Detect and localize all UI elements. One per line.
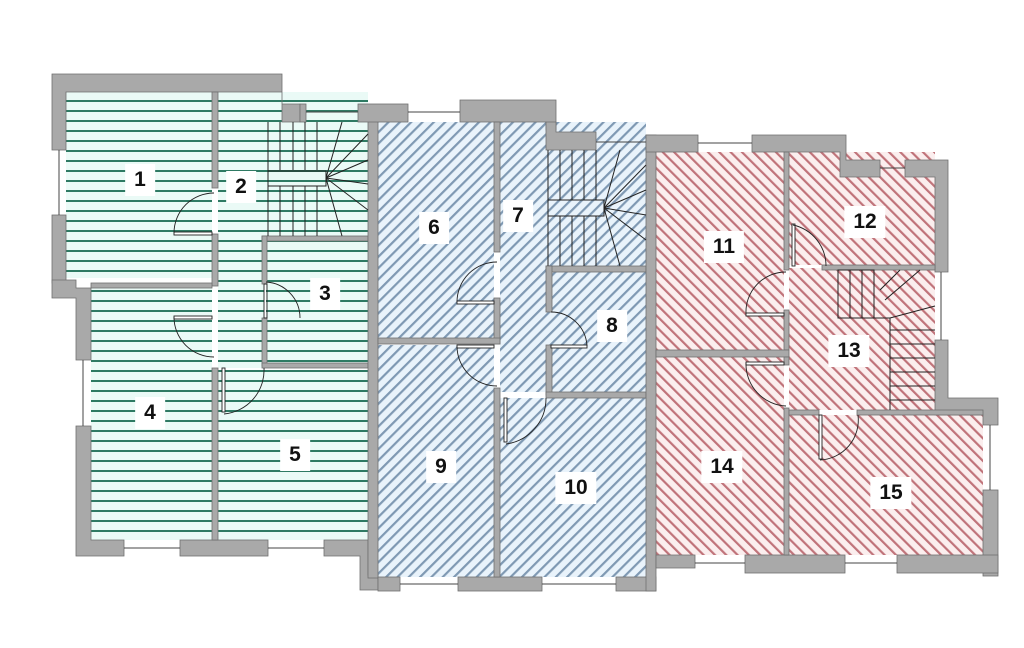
doors xyxy=(173,192,859,461)
door-5 xyxy=(221,367,265,415)
room-label-10: 10 xyxy=(555,472,597,504)
room-label-1: 1 xyxy=(125,164,155,196)
door-10 xyxy=(503,397,547,445)
unit-red xyxy=(656,152,983,555)
door-15 xyxy=(818,414,859,461)
windows xyxy=(58,111,991,585)
room-label-9: 9 xyxy=(426,451,456,483)
room-label-6: 6 xyxy=(419,212,449,244)
room-label-11: 11 xyxy=(703,231,745,263)
room-label-4: 4 xyxy=(135,397,165,429)
door-14 xyxy=(745,361,787,407)
door-4 xyxy=(173,315,215,358)
door-1-2 xyxy=(173,192,215,236)
room-label-5: 5 xyxy=(280,439,310,471)
stairs-red xyxy=(837,269,936,410)
door-3 xyxy=(263,281,301,319)
walls xyxy=(51,73,999,592)
door-8 xyxy=(550,311,588,349)
door-9 xyxy=(456,344,498,387)
room-label-3: 3 xyxy=(310,278,340,310)
room-label-7: 7 xyxy=(503,200,533,232)
stairs-green xyxy=(267,121,369,237)
room-label-14: 14 xyxy=(701,451,743,483)
room-label-8: 8 xyxy=(597,310,627,342)
room-label-2: 2 xyxy=(226,171,256,203)
door-6 xyxy=(456,261,498,305)
room-2-hall-area[interactable] xyxy=(218,238,264,368)
unit-blue xyxy=(378,122,646,577)
room-label-15: 15 xyxy=(870,477,912,509)
room-label-13: 13 xyxy=(828,335,870,367)
door-11 xyxy=(745,271,787,317)
room-label-12: 12 xyxy=(844,206,886,238)
door-12 xyxy=(791,223,827,267)
stairs-blue xyxy=(547,149,647,267)
